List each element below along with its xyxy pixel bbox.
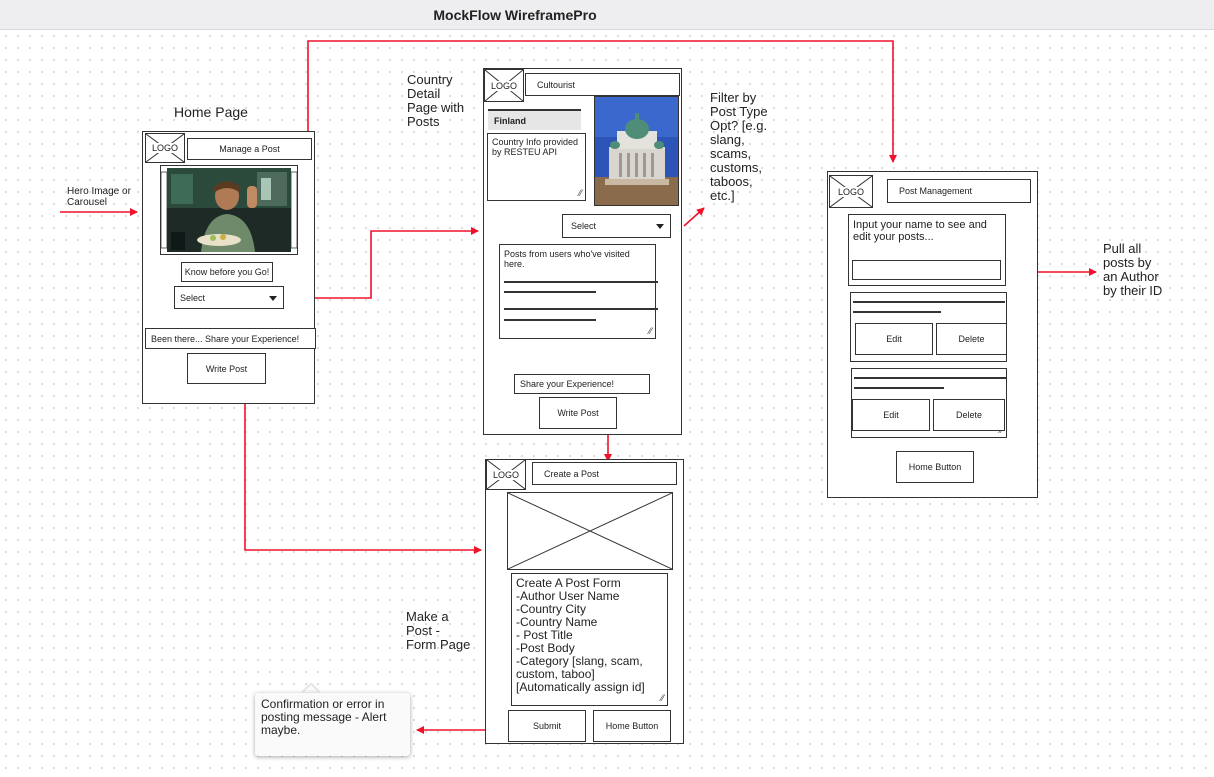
home-country-select[interactable]: Select	[174, 286, 284, 309]
edit-button[interactable]: Edit	[855, 323, 933, 355]
share-experience-label: Share your Experience!	[514, 374, 650, 394]
create-home-button[interactable]: Home Button	[593, 710, 671, 742]
country-name-heading: Finland	[488, 109, 581, 130]
app-titlebar: MockFlow WireframePro	[0, 0, 1214, 30]
image-placeholder-icon	[508, 493, 672, 569]
post-line	[504, 308, 658, 310]
label-hero: Hero Image or Carousel	[67, 186, 131, 208]
form-description: Create A Post Form -Author User Name -Co…	[516, 576, 645, 694]
country-info-box: Country Info provided by RESTEU API ⁄⁄	[487, 133, 586, 201]
resize-grip-icon: ⁄⁄	[660, 693, 664, 703]
create-title: Create a Post	[532, 462, 677, 485]
posts-list-box[interactable]: Posts from users who've visited here. ⁄⁄	[499, 244, 658, 339]
know-before-label: Know before you Go!	[181, 262, 273, 282]
arrow-write-create	[244, 382, 482, 554]
manage-post-button[interactable]: Manage a Post	[187, 138, 312, 160]
resize-grip-icon: ⁄⁄	[578, 188, 582, 198]
manage-logo[interactable]: LOGO	[829, 175, 873, 208]
create-post-form[interactable]: Create A Post Form -Author User Name -Co…	[511, 573, 668, 706]
label-home-page: Home Page	[174, 104, 248, 120]
create-image-placeholder[interactable]	[507, 492, 673, 570]
country-logo[interactable]: LOGO	[484, 69, 524, 102]
confirmation-tooltip: Confirmation or error in posting message…	[255, 693, 410, 756]
create-logo[interactable]: LOGO	[486, 459, 526, 490]
chevron-down-icon	[656, 224, 664, 229]
post-line	[853, 301, 1005, 303]
home-select-value: Select	[180, 292, 206, 303]
label-pull-posts: Pull all posts by an Author by their ID	[1103, 241, 1163, 298]
label-filter: Filter by Post Type Opt? [e.g. slang, sc…	[710, 90, 768, 203]
input-prompt: Input your name to see and edit your pos…	[853, 219, 987, 243]
been-there-label: Been there... Share your Experience!	[145, 328, 316, 349]
submit-button[interactable]: Submit	[508, 710, 586, 742]
manage-title: Post Management	[887, 179, 1031, 203]
hero-carousel[interactable]	[160, 165, 298, 255]
chevron-down-icon	[269, 295, 277, 301]
home-write-post-button[interactable]: Write Post	[187, 353, 266, 384]
posts-heading: Posts from users who've visited here.	[504, 249, 630, 269]
resize-grip-icon: ⁄⁄	[648, 326, 652, 336]
cathedral-image	[595, 97, 678, 205]
post-line	[504, 291, 596, 293]
arrow-select-country	[284, 227, 479, 299]
author-name-input[interactable]	[852, 260, 1001, 280]
post-line	[854, 377, 1006, 379]
delete-button[interactable]: Delete	[936, 323, 1007, 355]
country-select-value: Select	[571, 221, 597, 231]
home-logo[interactable]: LOGO	[145, 133, 185, 163]
country-site-name: Cultourist	[525, 73, 680, 96]
post-line	[853, 311, 941, 313]
arrow-filter	[683, 207, 705, 227]
country-filter-select[interactable]: Select	[562, 214, 671, 238]
hero-image	[161, 166, 297, 254]
label-make-post: Make a Post - Form Page	[406, 609, 471, 652]
country-photo	[594, 96, 679, 206]
edit-button[interactable]: Edit	[852, 399, 930, 431]
delete-button[interactable]: Delete	[933, 399, 1005, 431]
app-title: MockFlow WireframePro	[433, 7, 597, 23]
country-info-text: Country Info provided by RESTEU API	[492, 137, 579, 157]
country-write-post-button[interactable]: Write Post	[539, 397, 617, 429]
post-line	[504, 281, 658, 283]
post-line	[854, 387, 944, 389]
post-line	[504, 319, 596, 321]
label-country-detail: Country Detail Page with Posts	[407, 72, 465, 129]
manage-home-button[interactable]: Home Button	[896, 451, 974, 483]
